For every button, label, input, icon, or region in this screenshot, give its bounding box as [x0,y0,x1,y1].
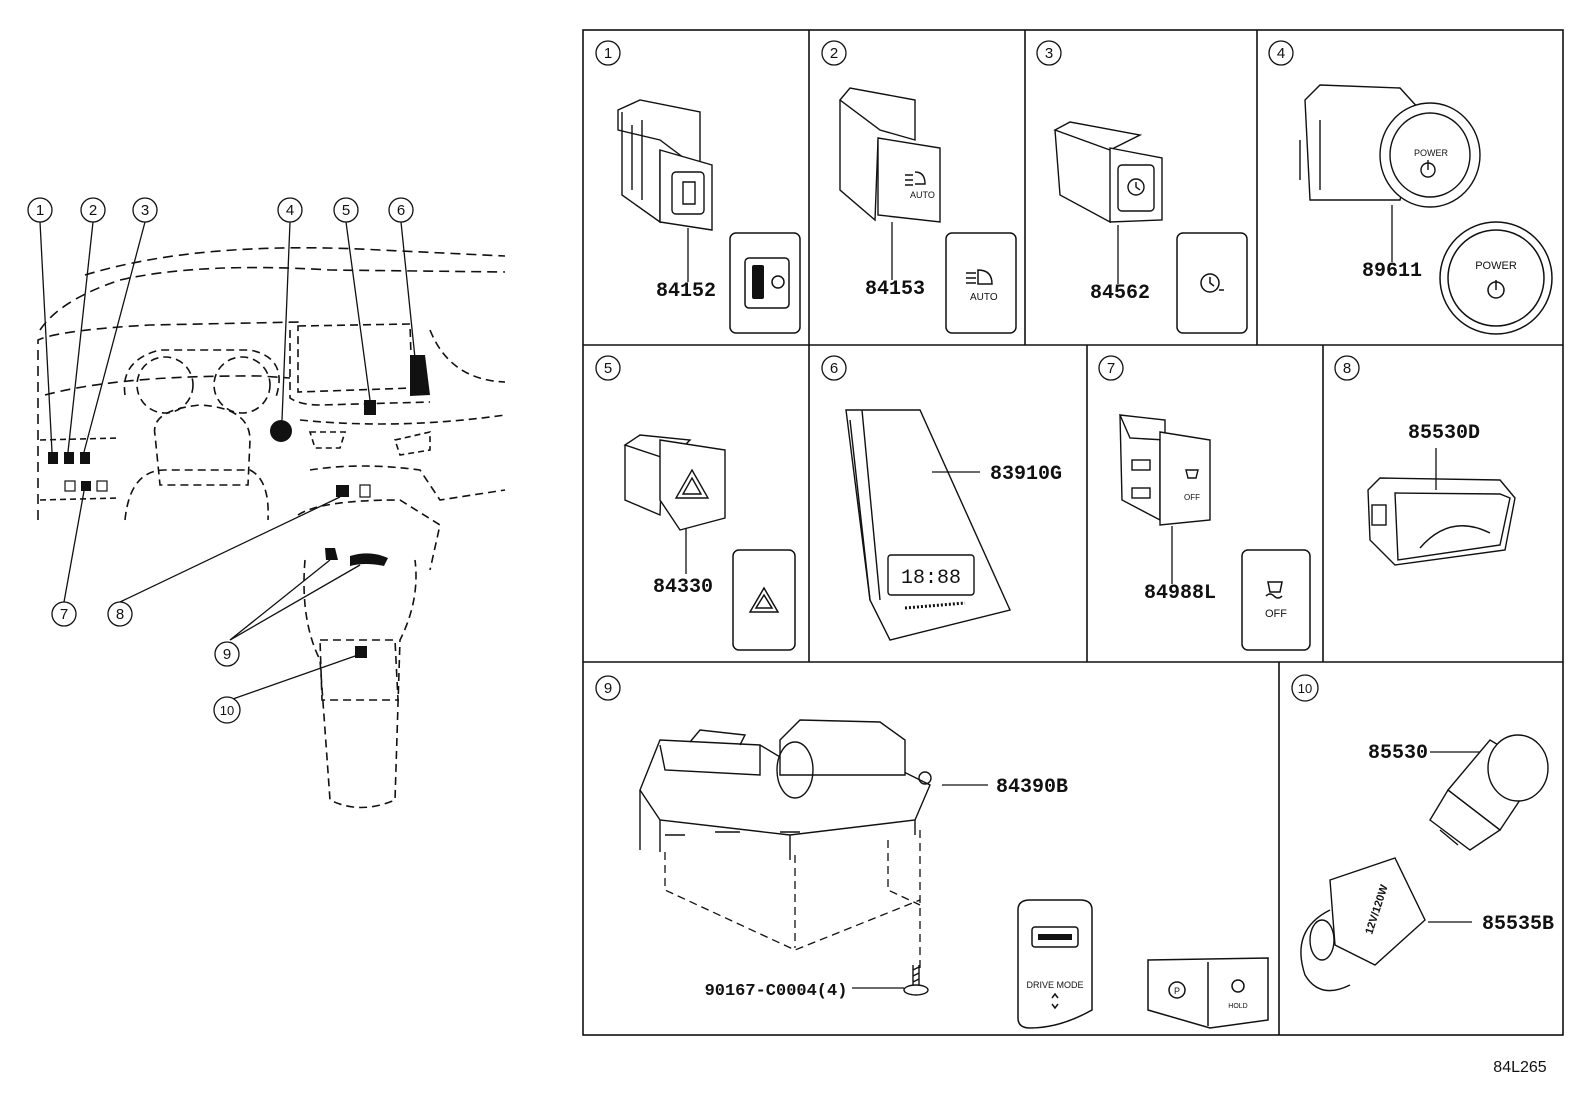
overview-callout-6: 6 [388,197,414,223]
clock-display-drawing: 18:88 [845,409,1011,641]
part-label-83910G: 83910G [990,463,1062,486]
panel-number-9: 9 [595,675,621,701]
svg-text:3: 3 [1045,45,1053,62]
svg-text:2: 2 [830,45,838,62]
overview-callout-9: 9 [214,641,240,667]
power-switch-drawing: POWER [1299,84,1481,208]
trac-off-switch-drawing: OFF [1118,414,1211,526]
panel-3: 3 84562 [1036,40,1248,334]
shift-console-switch-drawing [639,719,932,860]
clock-display-readout: 18:88 [901,567,961,590]
svg-text:4: 4 [1277,45,1285,62]
part-label-85535B: 85535B [1482,913,1554,936]
svg-text:2: 2 [89,202,97,219]
svg-text:1: 1 [36,202,44,219]
overview-callouts: 1 2 3 4 5 6 7 8 9 10 [27,197,414,724]
overview-callout-7: 7 [51,601,77,627]
part-label-84153: 84153 [865,278,925,301]
svg-text:10: 10 [1298,681,1312,696]
part-label-84330: 84330 [653,576,713,599]
part-label-84390B: 84390B [996,776,1068,799]
auto-light-switch-drawing: AUTO [838,87,941,223]
headlamp-leveling-switch-drawing [617,99,713,231]
power-button-face: POWER [1439,221,1553,335]
svg-text:5: 5 [604,360,612,377]
svg-text:6: 6 [397,202,405,219]
svg-text:8: 8 [1343,360,1351,377]
panel-number-3: 3 [1036,40,1062,66]
overview-callout-5: 5 [333,197,359,223]
trac-off-icon-box: OFF [1241,549,1311,651]
svg-text:3: 3 [141,202,149,219]
clock-switch-drawing [1053,121,1163,224]
parking-brake-hold-face: P HOLD [1147,957,1269,1029]
svg-text:POWER: POWER [1475,260,1517,272]
panel-10: 10 85530 12V/120W 85535B [1291,674,1554,992]
screw-drawing [903,965,929,996]
svg-text:5: 5 [342,202,350,219]
part-label-84152: 84152 [656,280,716,303]
part-label-84988L: 84988L [1144,582,1216,605]
drive-mode-text: DRIVE MODE [1026,980,1083,990]
overview-callout-4: 4 [277,197,303,223]
part-label-85530D: 85530D [1408,422,1480,445]
diagram-code: 84L265 [1493,1059,1546,1076]
panel-6: 6 18:88 83910G [821,355,1062,641]
svg-text:OFF: OFF [1184,493,1200,502]
part-label-90167-C0004: 90167-C0004(4) [705,982,848,1001]
panel-1: 1 84152 [595,40,801,334]
svg-text:7: 7 [60,606,68,623]
svg-text:8: 8 [116,606,124,623]
panel-7: 7 OFF 84988L OFF [1098,355,1311,651]
overview-leaders [39,221,416,701]
panel-number-7: 7 [1098,355,1124,381]
panel-number-8: 8 [1334,355,1360,381]
panel-number-6: 6 [821,355,847,381]
svg-text:9: 9 [223,646,231,663]
auto-icon-text: AUTO [970,292,998,303]
overview-callout-10: 10 [213,696,241,724]
panel-number-1: 1 [595,40,621,66]
panel-number-4: 4 [1268,40,1294,66]
mounting-leader-dashes [664,830,921,972]
svg-text:10: 10 [220,703,234,718]
parking-brake-icon: P [1174,986,1180,996]
svg-text:POWER: POWER [1414,148,1449,158]
part-label-84562: 84562 [1090,282,1150,305]
overview-callout-1: 1 [27,197,53,223]
svg-text:6: 6 [830,360,838,377]
dashboard-overview [37,246,506,809]
part-label-85530: 85530 [1368,742,1428,765]
panel-5: 5 84330 [595,355,796,651]
overview-callout-8: 8 [107,601,133,627]
headlamp-leveling-icon-box [729,232,801,334]
hazard-icon-box [732,549,796,651]
part-label-89611: 89611 [1362,260,1422,283]
panel-8: 8 85530D [1334,355,1516,566]
panel-9: 9 84390B 90167-C0004(4) [595,675,1269,1029]
panel-4: 4 POWER 89611 POWER [1268,40,1553,335]
clock-icon-box [1176,232,1248,334]
overview-callout-3: 3 [132,197,158,223]
svg-text:OFF: OFF [1265,608,1287,620]
svg-text:9: 9 [604,680,612,697]
usb-port-drawing [1367,477,1516,566]
auto-light-icon-box: AUTO [945,232,1017,334]
power-outlet-drawing [1429,734,1549,851]
panel-number-5: 5 [595,355,621,381]
svg-text:4: 4 [286,202,294,219]
drive-mode-button-face: DRIVE MODE [1017,899,1093,1029]
svg-text:7: 7 [1107,360,1115,377]
panel-number-2: 2 [821,40,847,66]
overview-callout-2: 2 [80,197,106,223]
hazard-switch-drawing [623,434,726,531]
svg-text:AUTO: AUTO [910,190,935,200]
panel-number-10: 10 [1291,674,1319,702]
socket-12v-drawing: 12V/120W [1300,857,1426,992]
svg-text:1: 1 [604,45,612,62]
parts-grid [582,29,1564,1036]
panel-2: 2 AUTO 84153 AUTO [821,40,1017,334]
svg-text:HOLD: HOLD [1228,1003,1247,1010]
